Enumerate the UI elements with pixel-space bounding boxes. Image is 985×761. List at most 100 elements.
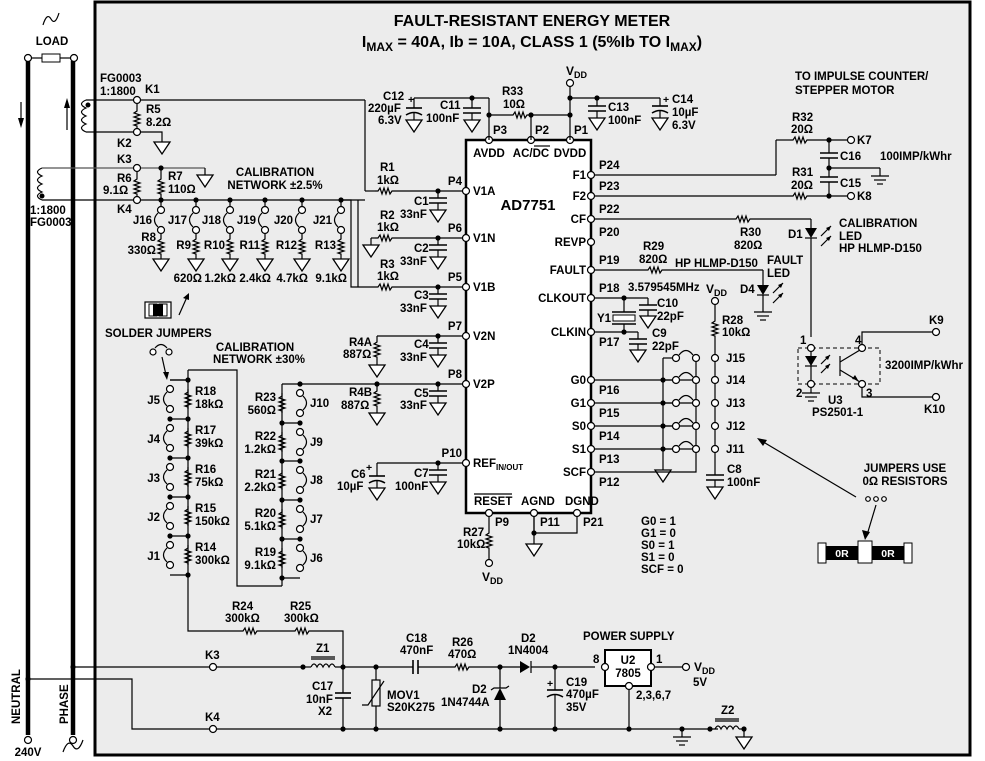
pin-p16	[586, 375, 596, 385]
pin-label: SCF	[563, 467, 586, 479]
svg-text:R7: R7	[168, 171, 183, 183]
svg-text:R11: R11	[240, 240, 261, 252]
svg-text:820Ω: 820Ω	[734, 240, 762, 252]
svg-text:9.1kΩ: 9.1kΩ	[244, 560, 276, 572]
svg-text:R22: R22	[255, 431, 276, 443]
svg-text:2,3,6,7: 2,3,6,7	[636, 690, 671, 702]
svg-text:CALIBRATION: CALIBRATION	[839, 218, 917, 230]
svg-text:300kΩ: 300kΩ	[225, 613, 260, 625]
svg-text:R28: R28	[722, 315, 744, 327]
svg-text:R21: R21	[255, 469, 277, 481]
svg-text:20Ω: 20Ω	[791, 124, 813, 136]
chip-pins: P3AVDDP2AC/DCP1DVDDP4V1AP6V1NP5V1BP7V2NP…	[442, 125, 621, 529]
svg-text:4.7kΩ: 4.7kΩ	[276, 273, 308, 285]
svg-text:Y1: Y1	[597, 313, 612, 325]
svg-text:8.2Ω: 8.2Ω	[146, 117, 171, 129]
svg-text:C7: C7	[414, 468, 429, 480]
svg-text:C3: C3	[414, 290, 429, 302]
terminal-k3: K3	[117, 154, 132, 166]
svg-text:+: +	[408, 94, 414, 106]
svg-text:220µF: 220µF	[368, 103, 401, 115]
pin-number: P9	[495, 517, 509, 529]
pin-number: P21	[583, 517, 604, 529]
svg-text:18kΩ: 18kΩ	[195, 399, 223, 411]
power-section: R24 300kΩ R25 300kΩ K3 Z1 C18 470nF R26 …	[25, 586, 753, 750]
cal-network-fine-label-2: NETWORK ±2.5%	[227, 180, 322, 192]
svg-text:C11: C11	[440, 100, 461, 112]
svg-text:C15: C15	[840, 178, 862, 190]
pin-number: P23	[599, 181, 619, 193]
svg-text:J4: J4	[147, 434, 160, 446]
pin-number: P5	[448, 272, 463, 284]
svg-text:R8: R8	[141, 232, 156, 244]
terminal-k3-mains: K3	[205, 650, 220, 662]
svg-text:J2: J2	[147, 512, 160, 524]
svg-text:5.1kΩ: 5.1kΩ	[244, 521, 276, 533]
svg-text:3.579545MHz: 3.579545MHz	[628, 282, 700, 294]
pin-p13	[586, 444, 596, 454]
pin-p22	[586, 214, 596, 224]
jumpers-note: JUMPERS USE 0Ω RESISTORS 0R 0R	[757, 438, 948, 564]
svg-text:R20: R20	[255, 508, 276, 520]
pin-label: DVDD	[554, 148, 587, 160]
svg-text:J10: J10	[310, 398, 329, 410]
pin-p15	[586, 398, 596, 408]
setting-line: G1 = 0	[641, 528, 676, 540]
pin-label: CLKOUT	[538, 293, 586, 305]
svg-text:SOLDER JUMPERS: SOLDER JUMPERS	[105, 328, 212, 340]
svg-text:R16: R16	[195, 464, 216, 476]
svg-text:560Ω: 560Ω	[248, 405, 276, 417]
pin-label: AC/DC	[513, 148, 549, 160]
regulator-u2	[604, 649, 652, 687]
pin-number: P14	[599, 431, 620, 443]
svg-text:330Ω: 330Ω	[128, 245, 156, 257]
fault-led-circuit: R29 820Ω HP HLMP-D150 D4 FAULT LED	[595, 241, 803, 321]
svg-text:100nF: 100nF	[608, 115, 641, 127]
svg-text:0R: 0R	[835, 548, 849, 560]
svg-text:9.1Ω: 9.1Ω	[103, 185, 128, 197]
svg-text:R26: R26	[452, 637, 473, 649]
svg-text:STEPPER MOTOR: STEPPER MOTOR	[795, 85, 895, 97]
pin-label: G1	[571, 398, 587, 410]
pin-p18	[586, 293, 596, 303]
pin-number: P22	[599, 204, 619, 216]
svg-text:C6: C6	[351, 469, 366, 481]
svg-text:33nF: 33nF	[400, 303, 427, 315]
jumper-label: J17	[168, 215, 187, 227]
svg-text:C10: C10	[657, 298, 678, 310]
svg-text:5V: 5V	[693, 677, 707, 689]
terminal-k10: K10	[924, 404, 945, 416]
svg-text:620Ω: 620Ω	[174, 273, 202, 285]
svg-text:1.2kΩ: 1.2kΩ	[204, 273, 236, 285]
pin-number: P7	[448, 321, 462, 333]
terminal-k1: K1	[145, 84, 160, 96]
ac-wave-icon	[62, 739, 84, 753]
svg-text:Z2: Z2	[721, 705, 734, 717]
pin-label: AGND	[521, 496, 555, 508]
svg-text:C5: C5	[414, 388, 429, 400]
pin-number: P17	[599, 337, 619, 349]
pin-p20	[586, 237, 596, 247]
supply-network: VDD C13 100nF + C14 10µF 6.3V R33 10Ω C1…	[368, 64, 698, 140]
svg-text:FAULT: FAULT	[767, 255, 803, 267]
led-d1-icon	[805, 228, 817, 238]
optocoupler-u3: 1 2 3 4 U3 PS2501-1 K9 K10 3200IMP/kWhr	[796, 315, 963, 419]
svg-text:1: 1	[800, 335, 807, 347]
svg-text:R10: R10	[204, 240, 225, 252]
svg-text:6.3V: 6.3V	[378, 115, 402, 127]
svg-text:J12: J12	[726, 421, 745, 433]
svg-text:C4: C4	[414, 339, 429, 351]
pin-p11	[529, 508, 539, 518]
svg-text:3200IMP/kWhr: 3200IMP/kWhr	[885, 360, 963, 372]
terminal-k7: K7	[857, 135, 872, 147]
pin-label: F2	[573, 191, 586, 203]
svg-text:6.3V: 6.3V	[672, 120, 696, 132]
pin-p8	[461, 379, 471, 389]
pin-label: V1N	[473, 233, 495, 245]
cal-network-fine-label-1: CALIBRATION	[236, 167, 314, 179]
svg-text:U2: U2	[621, 655, 636, 667]
svg-text:2.2kΩ: 2.2kΩ	[244, 482, 276, 494]
pin-number: P12	[599, 477, 619, 489]
svg-text:R4B: R4B	[349, 387, 372, 399]
svg-text:J1: J1	[147, 551, 160, 563]
